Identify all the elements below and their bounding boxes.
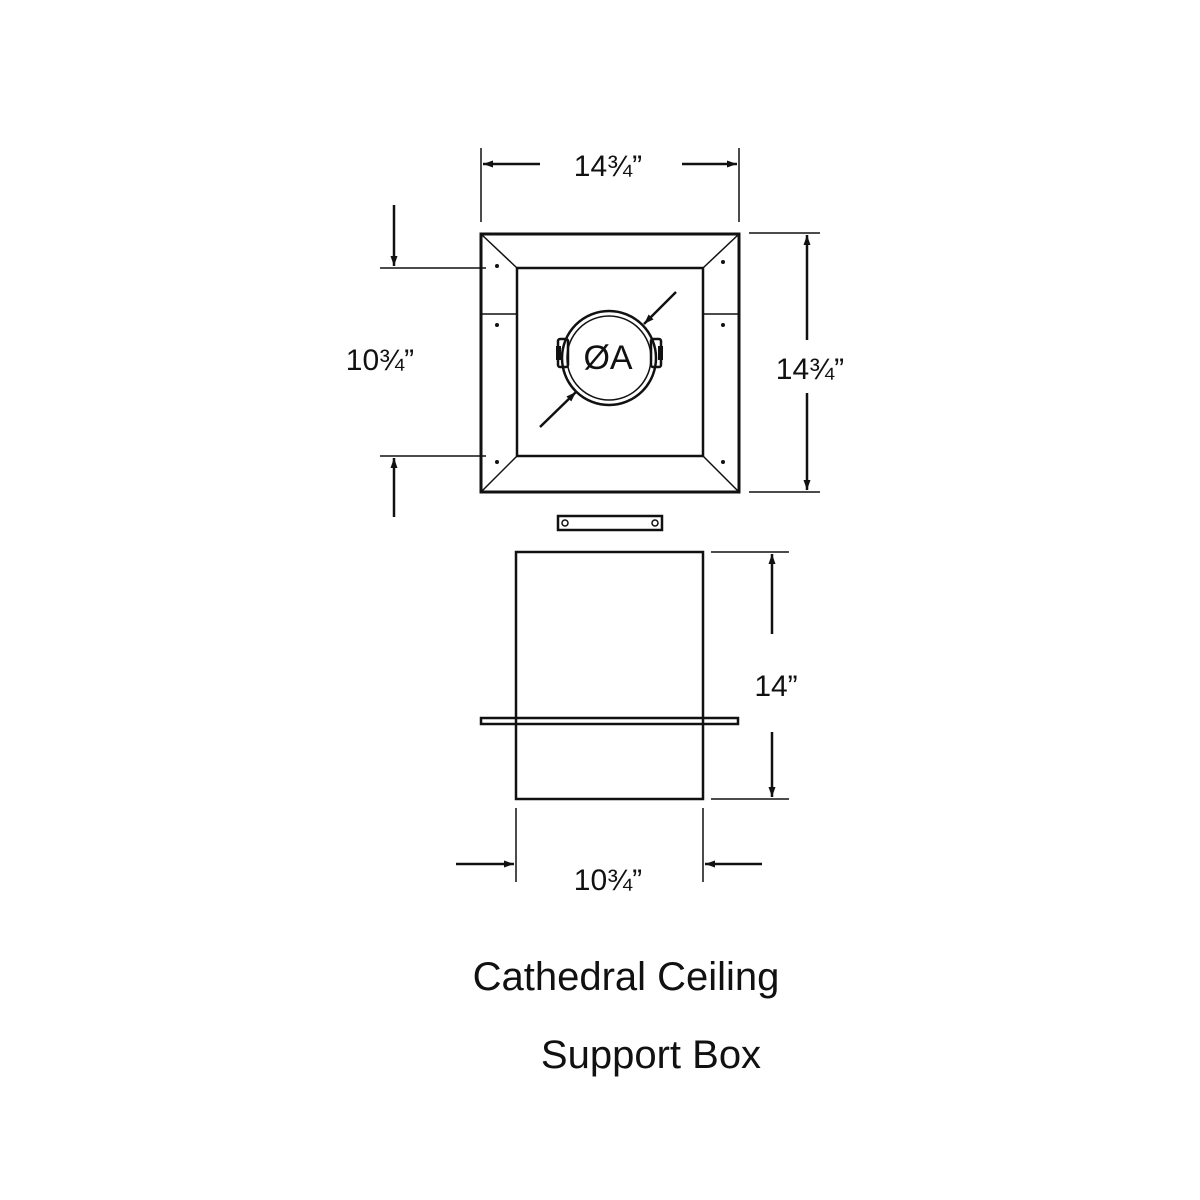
side-height-label: 14” <box>754 670 797 703</box>
side-view <box>479 550 740 801</box>
inner-opening-label: 10¾” <box>346 344 414 377</box>
diameter-label: ØA <box>583 339 632 377</box>
side-box-body <box>514 550 705 801</box>
screw-holes <box>495 260 725 464</box>
top-height-dimension: 14¾” <box>749 232 844 493</box>
inner-opening-dimension: 10¾” <box>346 205 486 517</box>
clamp-tabs <box>556 337 663 369</box>
diameter-leader-upper <box>643 291 677 325</box>
diagram-title-line1: Cathedral Ceiling <box>473 955 780 999</box>
top-width-label: 14¾” <box>574 150 642 183</box>
strap-plate <box>556 514 664 532</box>
side-height-dimension: 14” <box>711 551 798 800</box>
side-width-dimension: 10¾” <box>456 808 762 897</box>
flange-corner-lines <box>480 233 740 493</box>
diagram-title-line2: Support Box <box>541 1033 761 1077</box>
diameter-leader-lower <box>539 391 577 428</box>
top-outer-flange <box>479 232 741 494</box>
side-width-label: 10¾” <box>574 864 642 897</box>
top-view: ØA <box>479 232 741 494</box>
top-inner-box <box>515 266 705 458</box>
top-width-dimension: 14¾” <box>480 148 740 222</box>
side-flange <box>479 716 740 726</box>
top-height-label: 14¾” <box>776 353 844 386</box>
